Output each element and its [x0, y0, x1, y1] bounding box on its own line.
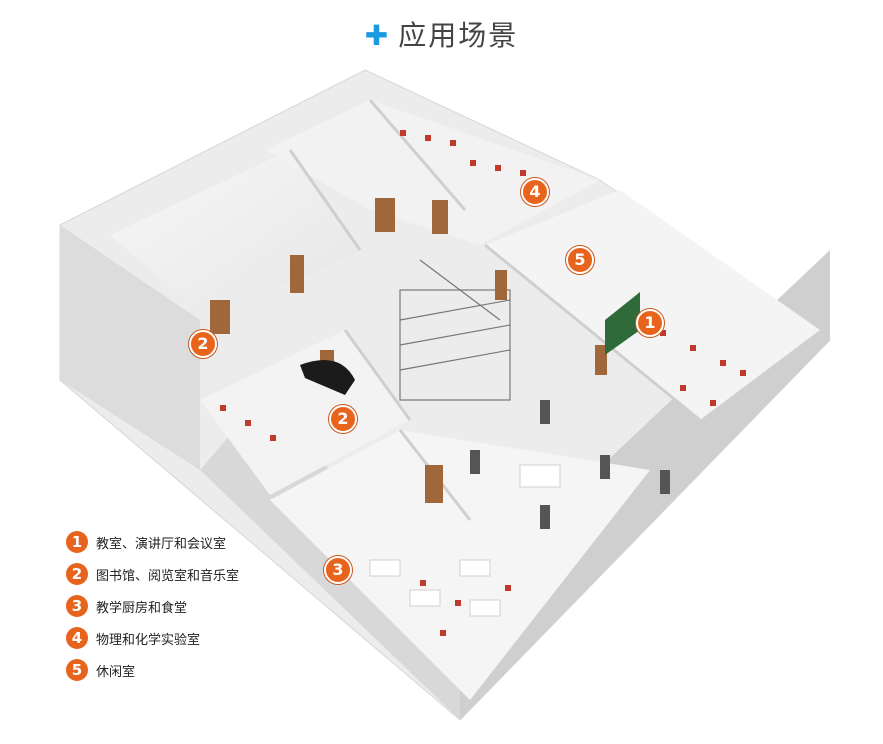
- legend-label: 教室、演讲厅和会议室: [96, 536, 227, 552]
- legend-item: 2 图书馆、阅览室和音乐室: [66, 558, 239, 590]
- legend-number: 2: [66, 563, 88, 585]
- legend-item: 4 物理和化学实验室: [66, 622, 239, 654]
- marker-4: 4: [521, 178, 549, 206]
- marker-2: 2: [329, 405, 357, 433]
- legend: 1 教室、演讲厅和会议室 2 图书馆、阅览室和音乐室 3 教学厨房和食堂 4 物…: [66, 526, 239, 686]
- legend-item: 1 教室、演讲厅和会议室: [66, 526, 239, 558]
- page-title-text: 应用场景: [398, 19, 519, 52]
- marker-5: 5: [566, 246, 594, 274]
- legend-number: 3: [66, 595, 88, 617]
- legend-label: 教学厨房和食堂: [96, 600, 188, 616]
- legend-number: 4: [66, 627, 88, 649]
- legend-label: 图书馆、阅览室和音乐室: [96, 568, 240, 584]
- marker-2: 2: [189, 330, 217, 358]
- marker-3: 3: [324, 556, 352, 584]
- legend-label: 物理和化学实验室: [96, 632, 201, 648]
- legend-number: 5: [66, 659, 88, 681]
- marker-1: 1: [636, 309, 664, 337]
- legend-label: 休闲室: [96, 664, 136, 680]
- legend-item: 5 休闲室: [66, 654, 239, 686]
- legend-number: 1: [66, 531, 88, 553]
- page-title: ✚应用场景: [0, 14, 883, 54]
- plus-icon: ✚: [364, 19, 391, 52]
- legend-item: 3 教学厨房和食堂: [66, 590, 239, 622]
